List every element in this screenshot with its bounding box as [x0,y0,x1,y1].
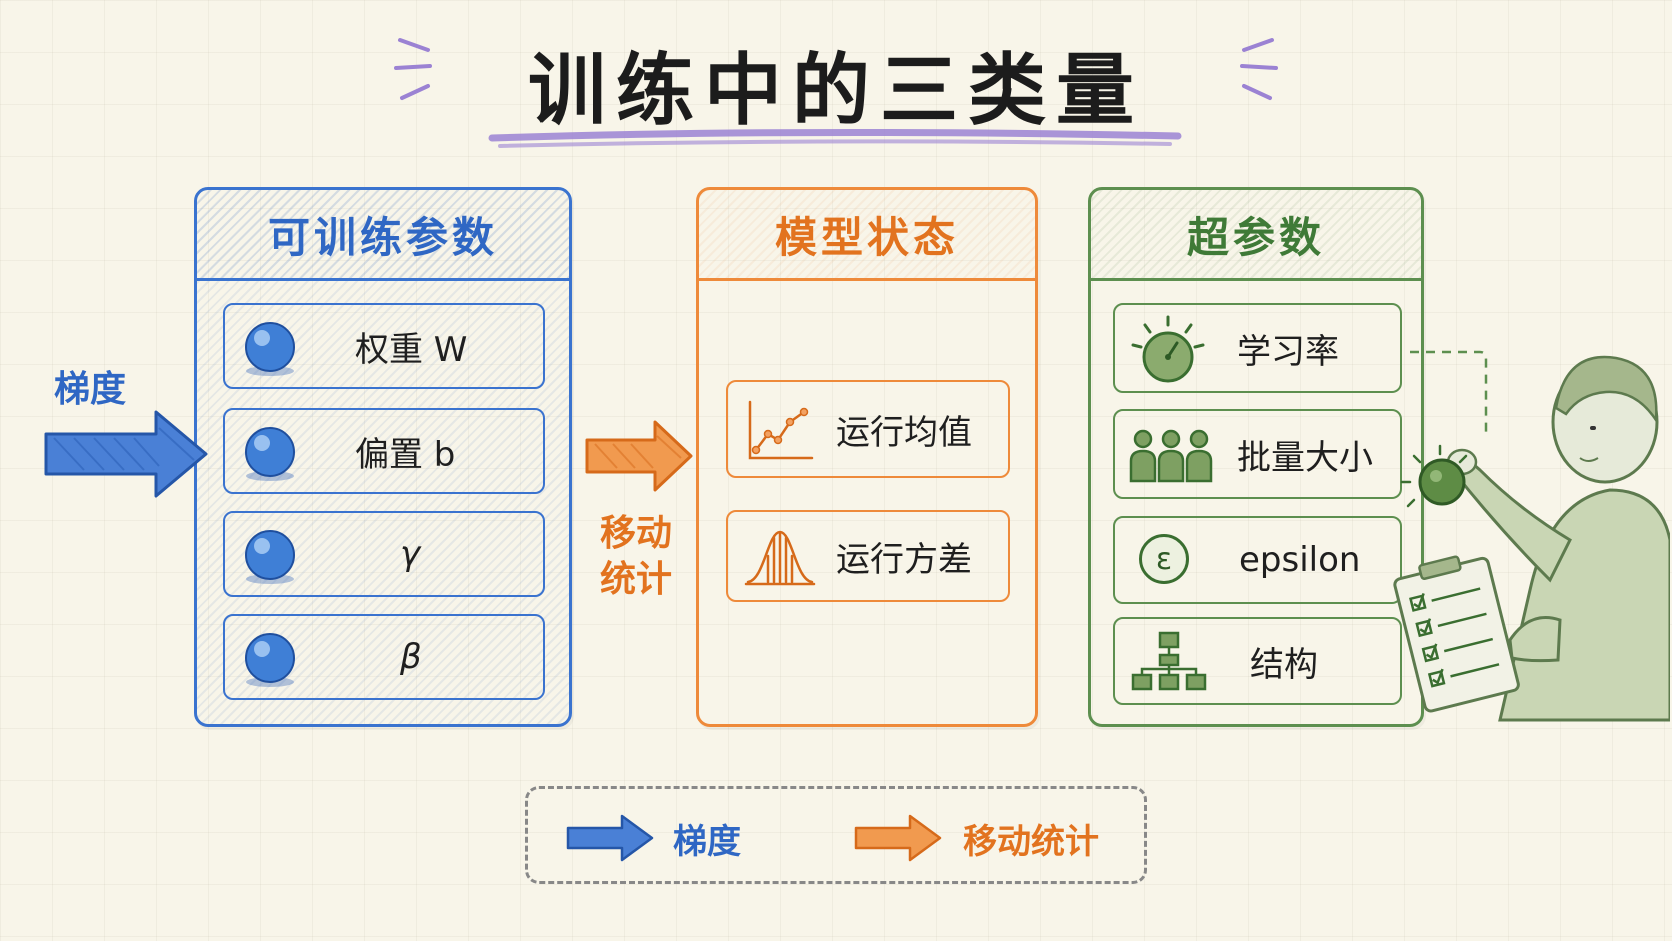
page-title: 训练中的三类量 [527,46,1144,136]
param-item-beta: β [223,614,545,700]
param-item-weight: 权重 W [223,303,545,389]
hyperparams-panel: 超参数 [1088,187,1424,727]
hyper-label-structure: 结构 [1250,644,1318,685]
moving-stats-arrow-icon [585,420,693,492]
state-item-running-var: 运行方差 [726,510,1010,602]
hyper-label-epsilon: epsilon [1239,540,1361,580]
gradient-arrow-icon [44,410,208,498]
param-label-gamma: γ [400,534,421,574]
trainable-params-panel: 可训练参数 [194,187,572,727]
line-chart-icon [748,400,814,460]
moving-stats-label-2: 统计 [600,559,673,600]
dial-icon [1131,315,1205,383]
legend-box: 梯度 移动统计 [525,786,1147,884]
hyper-item-structure: 结构 [1113,617,1402,705]
sphere-icon [245,427,295,481]
legend-gradient-label: 梯度 [673,822,741,862]
gradient-label: 梯度 [54,369,127,410]
person-adjusting-dial-illustration [1393,350,1670,722]
title-decoration [394,38,1278,148]
people-icon [1129,429,1213,483]
legend-moving-stats-label: 移动统计 [963,822,1099,862]
param-item-gamma: γ [223,511,545,597]
param-label-bias: 偏置 b [355,434,456,475]
legend-gradient-arrow-icon [566,814,654,862]
sphere-icon [245,322,295,376]
state-label-running-var: 运行方差 [836,539,972,580]
moving-stats-label-1: 移动 [600,513,673,554]
sphere-icon [245,530,295,584]
hierarchy-icon [1131,631,1207,691]
bell-curve-icon [744,530,816,586]
param-label-weight: 权重 W [355,329,468,370]
hyper-label-batch: 批量大小 [1237,437,1373,478]
hyper-item-batch: 批量大小 [1113,409,1402,499]
trainable-params-header: 可训练参数 [197,190,569,281]
model-state-header: 模型状态 [699,190,1035,281]
state-item-running-mean: 运行均值 [726,380,1010,478]
epsilon-icon: ε [1139,534,1189,584]
sphere-icon [245,633,295,687]
hyper-item-epsilon: ε epsilon [1113,516,1402,604]
hyper-label-lr: 学习率 [1237,331,1339,372]
hyper-item-lr: 学习率 [1113,303,1402,393]
state-label-running-mean: 运行均值 [836,412,972,453]
hyperparams-header: 超参数 [1091,190,1421,281]
param-item-bias: 偏置 b [223,408,545,494]
legend-moving-stats-arrow-icon [854,814,942,862]
param-label-beta: β [400,637,422,677]
model-state-panel: 模型状态 [696,187,1038,727]
